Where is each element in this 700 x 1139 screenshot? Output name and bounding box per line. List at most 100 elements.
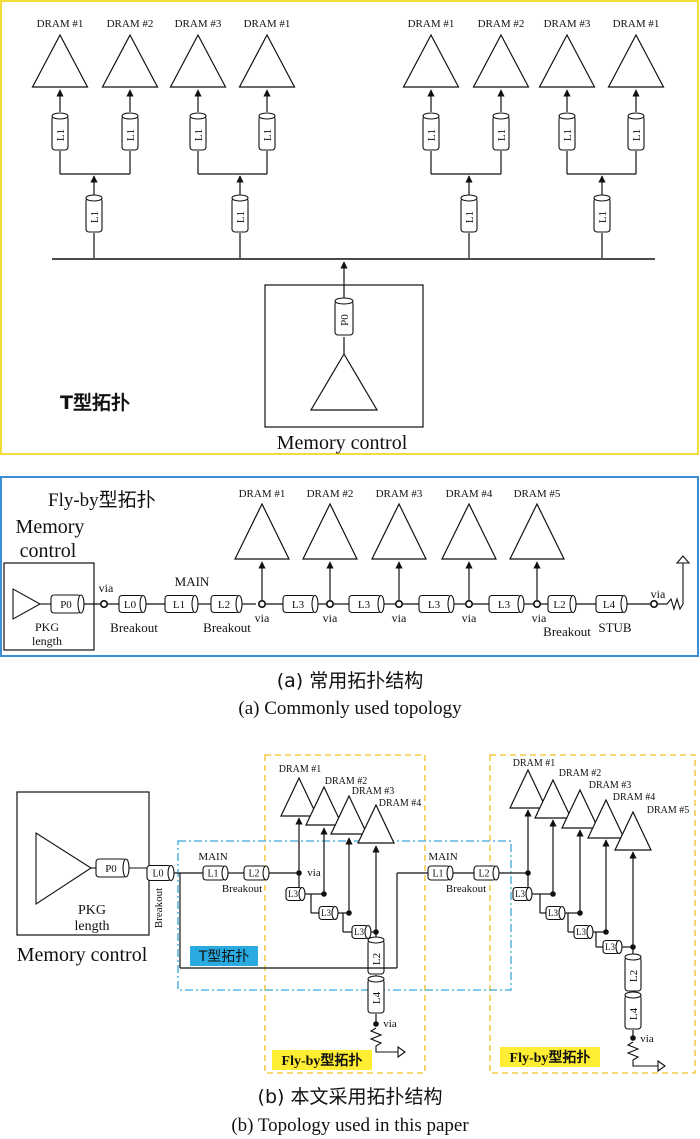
leaf-line-l1: L1 <box>422 112 440 151</box>
caption-b-en: (b) Topology used in this paper <box>231 1115 469 1136</box>
via-dot <box>257 599 266 608</box>
flyby-dram-triangle <box>509 502 565 560</box>
segment-label: L1 <box>426 129 438 141</box>
dram-triangle <box>238 33 296 88</box>
c-controller-triangle <box>35 831 93 906</box>
c-right-dram-triangle <box>509 768 547 809</box>
flyby-dram-triangle <box>371 502 427 560</box>
dram-label-4: DRAM #1 <box>244 18 291 30</box>
c-right-dram-label-1: DRAM #1 <box>513 758 556 769</box>
segment-label: L2 <box>478 869 489 880</box>
segment-label: L1 <box>193 129 205 141</box>
flyby-dram-triangle <box>302 502 358 560</box>
dram-triangle <box>101 33 159 88</box>
c-p0-label: P0 <box>105 863 117 875</box>
c-right-dram-triangle <box>614 810 652 851</box>
dram-label-1: DRAM #1 <box>37 18 84 30</box>
c-segment-l2: L2 <box>473 865 500 881</box>
segment-label: L2 <box>248 869 259 880</box>
segment-label: L3 <box>321 908 331 918</box>
flyby-dram-triangle <box>441 502 497 560</box>
flyby-dram-label-3: DRAM #3 <box>376 488 423 500</box>
segment-label: L1 <box>207 869 218 880</box>
flyby-dram-triangle <box>234 502 290 560</box>
c-left-dram-triangle <box>330 794 368 835</box>
c-segment-l1: L1 <box>427 865 454 881</box>
segment-l3: L3 <box>418 594 455 614</box>
dram-triangle <box>169 33 227 88</box>
junction-dot <box>373 1021 379 1027</box>
breakout-label: Breakout <box>203 620 251 635</box>
segment-label: L1 <box>597 211 609 223</box>
t-topology-p0-label: P0 <box>339 314 351 326</box>
flyby-p0-label: P0 <box>60 599 72 611</box>
left-flyby-label-text: Fly-by型拓扑 <box>282 1052 363 1069</box>
leaf-line-l1: L1 <box>258 112 276 151</box>
dram-triangle <box>31 33 89 88</box>
segment-label: L3 <box>288 889 298 899</box>
segment-label: L3 <box>354 927 364 937</box>
dram-label-6: DRAM #2 <box>478 18 525 30</box>
segment-l4: L4 <box>595 594 628 614</box>
segment-label: L3 <box>576 927 586 937</box>
segment-label: L4 <box>628 1007 640 1020</box>
c-segment-l4-vertical: L4 <box>624 991 642 1030</box>
segment-label: L1 <box>235 211 247 223</box>
c-segment-l3: L3 <box>285 886 306 902</box>
segment-label: L1 <box>173 599 185 611</box>
c-length-label: length <box>75 919 110 934</box>
c-segment-l3: L3 <box>545 905 566 921</box>
dram-label-8: DRAM #1 <box>613 18 660 30</box>
c-segment-l1: L1 <box>202 865 229 881</box>
c-via-label: via <box>383 1018 397 1030</box>
flyby-dram-label-1: DRAM #1 <box>239 488 286 500</box>
breakout-label: Breakout <box>543 624 591 639</box>
via-label: via <box>255 611 270 625</box>
segment-l2: L2 <box>547 594 577 614</box>
junction-dot <box>630 1035 636 1041</box>
c-segment-l4-vertical: L4 <box>367 975 385 1014</box>
caption-a-zh: (a) 常用拓扑结构 <box>277 670 424 692</box>
segment-label: L3 <box>548 908 558 918</box>
segment-l3: L3 <box>488 594 525 614</box>
segment-label: L3 <box>515 889 525 899</box>
segment-label: L1 <box>89 211 101 223</box>
segment-l3: L3 <box>348 594 385 614</box>
c-breakout-label: Breakout <box>222 883 262 895</box>
via-dot <box>649 599 658 608</box>
segment-label: L2 <box>628 970 640 982</box>
segment-label: L3 <box>428 599 441 611</box>
segment-label: L1 <box>496 129 508 141</box>
c-right-dram-triangle <box>587 798 625 839</box>
flyby-pkg-label: PKG <box>35 620 59 634</box>
branch-line-l1: L1 <box>85 194 103 233</box>
c-segment-l2: L2 <box>243 865 270 881</box>
c-breakout-label: Breakout <box>446 883 486 895</box>
flyby-dram-label-5: DRAM #5 <box>514 488 561 500</box>
leaf-line-l1: L1 <box>558 112 576 151</box>
segment-l1: L1 <box>164 594 199 614</box>
c-segment-l2-vertical: L2 <box>367 936 385 975</box>
via-label: via <box>392 611 407 625</box>
dram-label-2: DRAM #2 <box>107 18 154 30</box>
segment-label: L4 <box>371 991 383 1004</box>
branch-line-l1: L1 <box>231 194 249 233</box>
segment-label: L3 <box>605 942 615 952</box>
c-left-dram-label-4: DRAM #4 <box>379 798 422 809</box>
c-left-dram-triangle <box>280 776 318 817</box>
segment-label: L1 <box>432 869 443 880</box>
via-dot <box>464 599 473 608</box>
t-topology-label-badge: T型拓扑 <box>190 946 258 966</box>
c-right-termination-arrow <box>657 1059 666 1073</box>
junction-dot <box>550 891 556 897</box>
c-breakout-label: Breakout <box>153 888 165 928</box>
dram-triangle <box>472 33 530 88</box>
c-left-dram-label-1: DRAM #1 <box>279 764 322 775</box>
c-left-dram-label-2: DRAM #2 <box>325 776 368 787</box>
t-topology-controller-label: Memory control <box>277 432 408 454</box>
flyby-controller-label-line1: Memory <box>16 516 85 538</box>
leaf-line-l1: L1 <box>189 112 207 151</box>
